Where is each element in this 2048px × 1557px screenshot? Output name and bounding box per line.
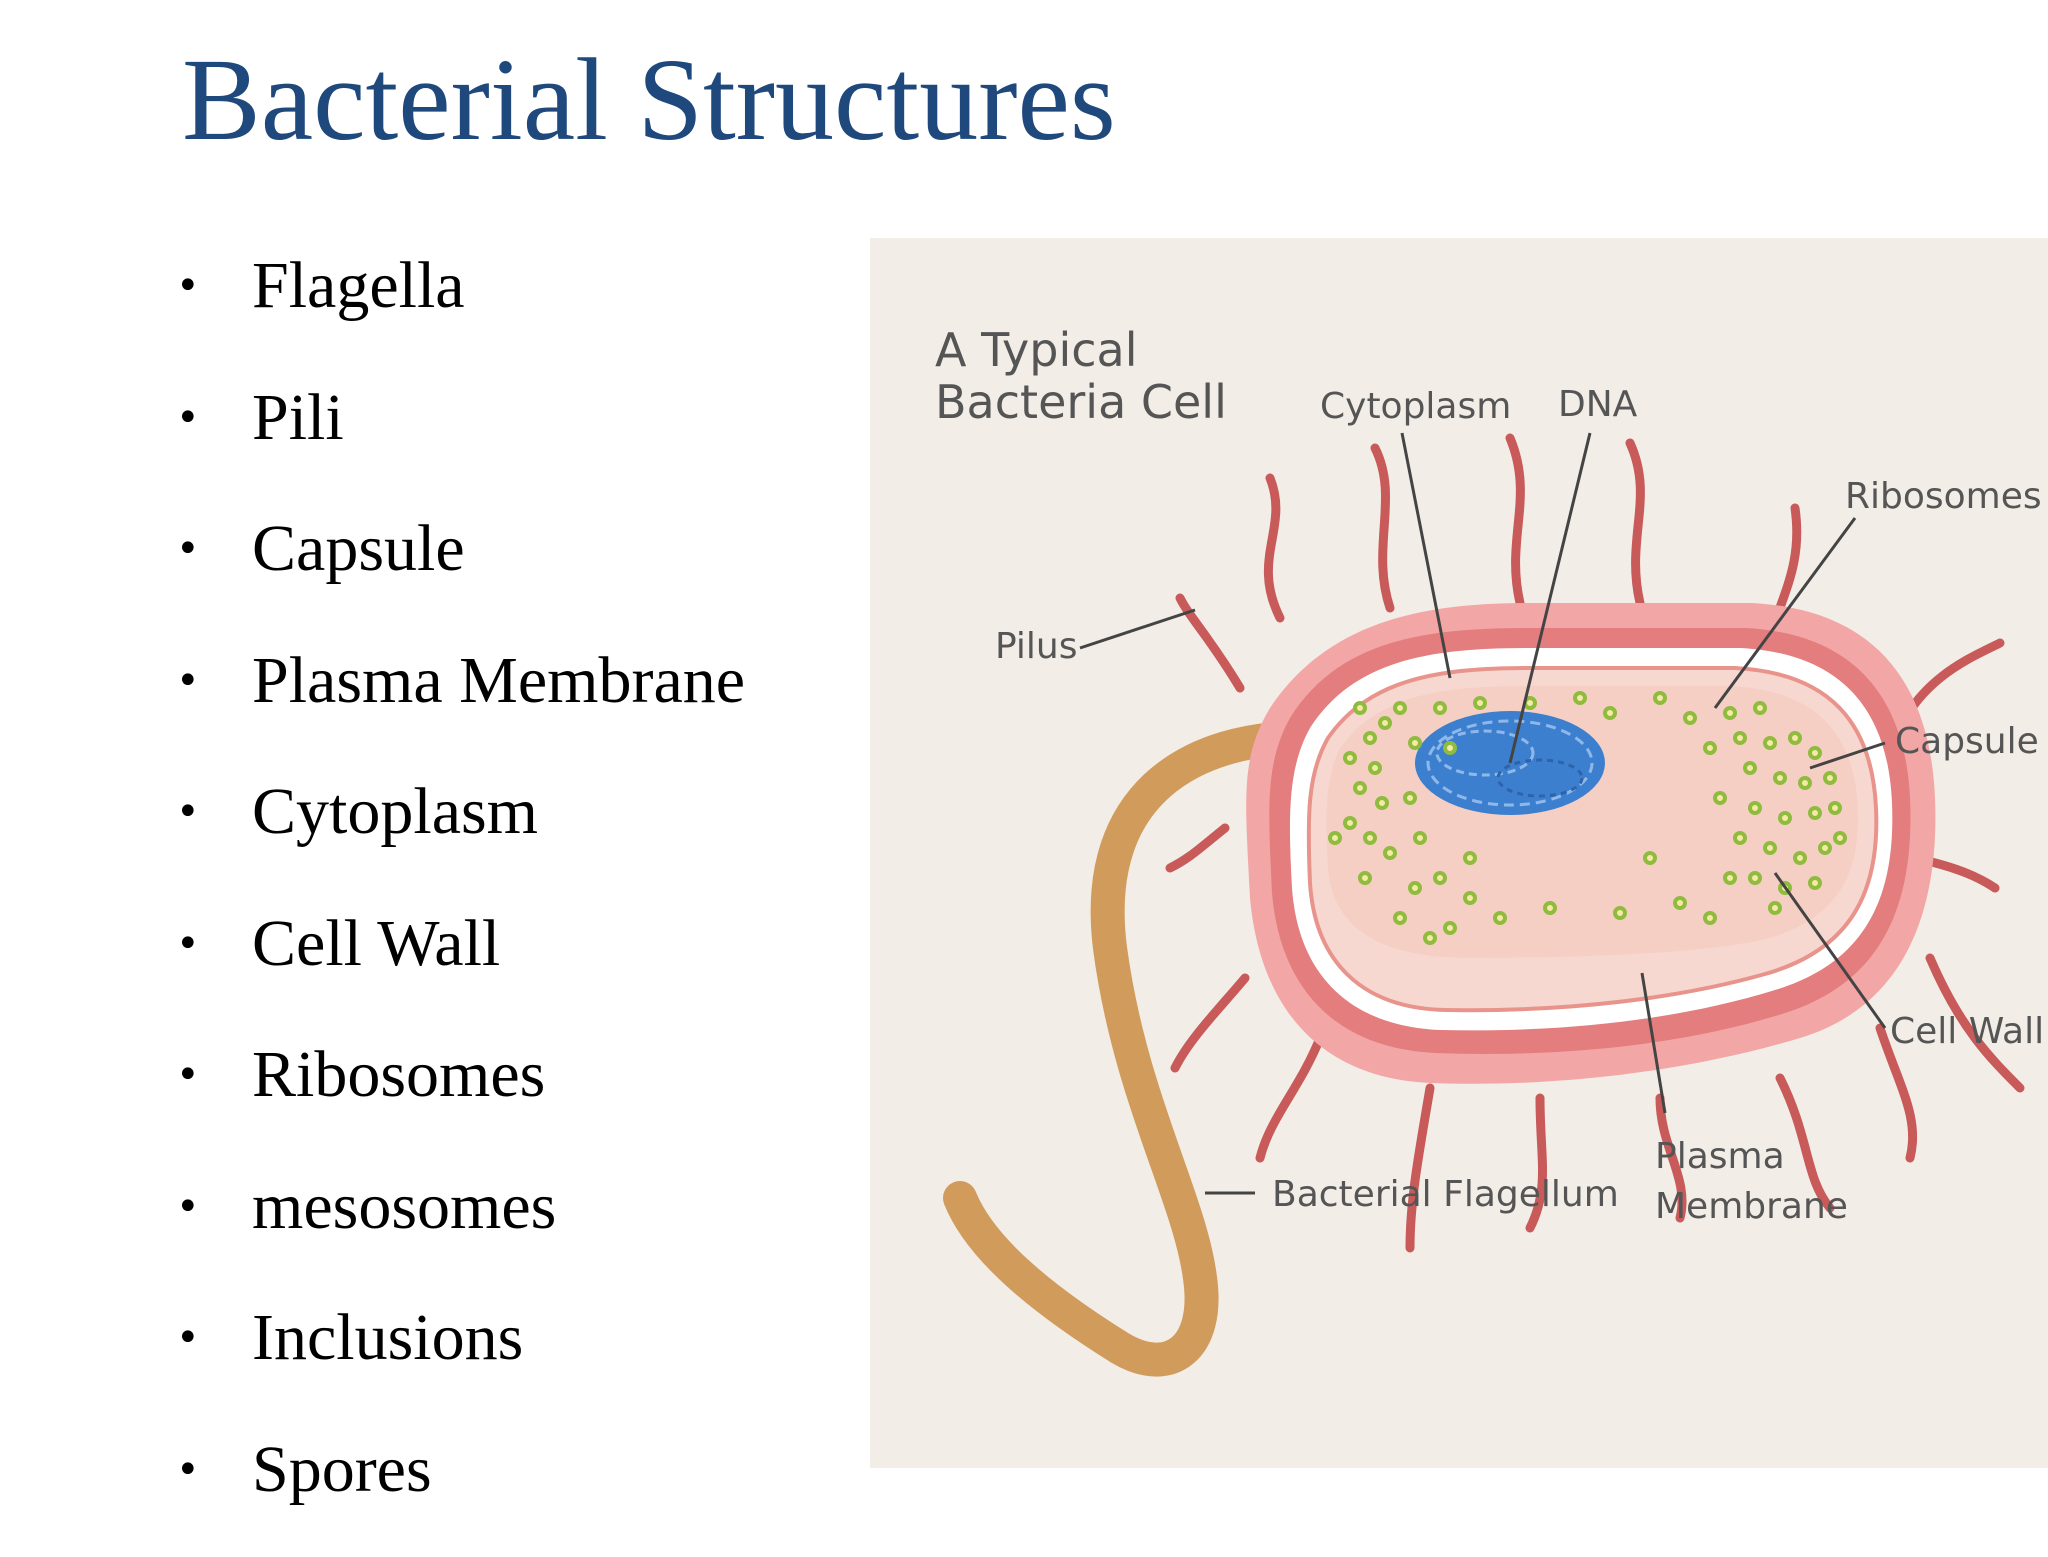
bullet-dot: • xyxy=(176,1163,200,1251)
label-capsule: Capsule xyxy=(1895,721,2039,762)
bullet-dot: • xyxy=(176,1031,200,1119)
bullet-item: • Ribosomes xyxy=(176,1031,745,1163)
label-plasma-membrane-line1: Plasma xyxy=(1655,1136,1785,1177)
bullet-text: Cytoplasm xyxy=(252,775,538,848)
bullet-text: Flagella xyxy=(252,249,465,322)
bullet-dot: • xyxy=(176,637,200,725)
bullet-dot: • xyxy=(176,900,200,988)
label-cytoplasm: Cytoplasm xyxy=(1320,386,1511,427)
label-pilus: Pilus xyxy=(995,626,1078,667)
bullet-text: Pili xyxy=(252,381,344,454)
label-dna: DNA xyxy=(1558,384,1638,425)
bullet-item: • Pili xyxy=(176,374,745,506)
diagram-heading-line2: Bacteria Cell xyxy=(935,375,1227,429)
bullet-dot: • xyxy=(176,505,200,593)
bullet-text: Cell Wall xyxy=(252,907,500,980)
slide-title: Bacterial Structures xyxy=(182,30,1116,170)
bacteria-cell-figure: A Typical Bacteria Cell Cytoplasm DNA Ri… xyxy=(870,238,2048,1468)
bullet-text: Inclusions xyxy=(252,1301,523,1374)
bullet-text: Spores xyxy=(252,1433,432,1506)
bullet-text: Ribosomes xyxy=(252,1038,545,1111)
bullet-dot: • xyxy=(176,1426,200,1514)
label-ribosomes: Ribosomes xyxy=(1845,476,2042,517)
bullet-item: • Cytoplasm xyxy=(176,768,745,900)
bullet-dot: • xyxy=(176,768,200,856)
bullet-item: • Cell Wall xyxy=(176,900,745,1032)
label-cell-wall: Cell Wall xyxy=(1890,1011,2044,1052)
label-plasma-membrane-line2: Membrane xyxy=(1655,1186,1848,1227)
bullet-list: • Flagella • Pili • Capsule • Plasma Membran… xyxy=(176,242,745,1557)
label-bacterial-flagellum: Bacterial Flagellum xyxy=(1272,1174,1619,1215)
bullet-dot: • xyxy=(176,242,200,330)
bullet-dot: • xyxy=(176,374,200,462)
bullet-item: • Flagella xyxy=(176,242,745,374)
bullet-item: • Capsule xyxy=(176,505,745,637)
diagram-heading-line1: A Typical xyxy=(935,323,1138,377)
bullet-dot: • xyxy=(176,1294,200,1382)
bullet-item: • Spores xyxy=(176,1426,745,1557)
bullet-text: Plasma Membrane xyxy=(252,644,745,717)
bullet-text: Capsule xyxy=(252,512,465,585)
bullet-item: • mesosomes xyxy=(176,1163,745,1295)
bullet-text: mesosomes xyxy=(252,1170,556,1243)
bullet-item: • Plasma Membrane xyxy=(176,637,745,769)
bacteria-cell-diagram: A Typical Bacteria Cell Cytoplasm DNA Ri… xyxy=(870,238,2048,1468)
bullet-item: • Inclusions xyxy=(176,1294,745,1426)
